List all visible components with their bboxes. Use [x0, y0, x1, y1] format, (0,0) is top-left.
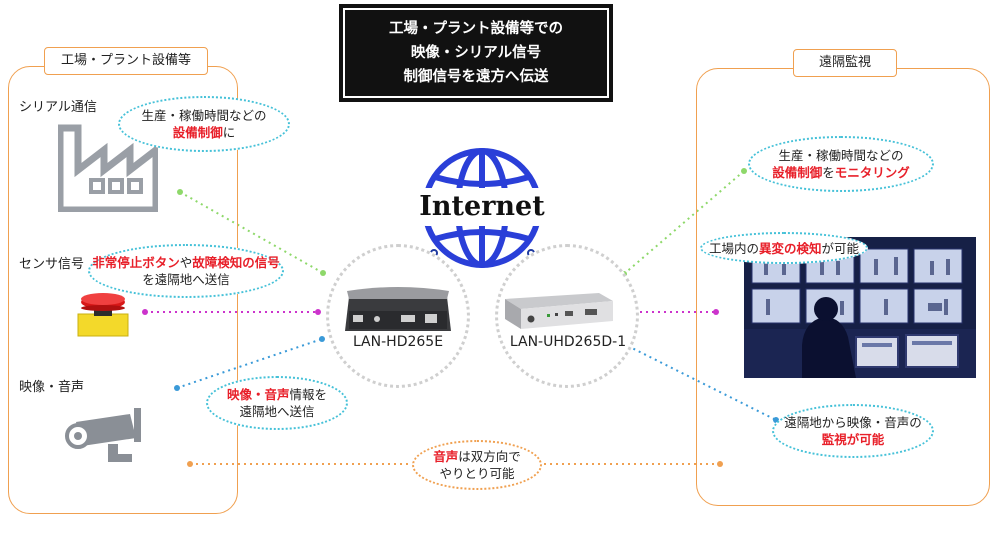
- av-bubble-line2: 遠隔地へ送信: [239, 404, 315, 419]
- av-bubble-line1: 映像・音声情報を: [227, 386, 327, 403]
- sensor-bubble-mid: や: [179, 255, 193, 270]
- emergency-stop-icon: [77, 293, 129, 337]
- serial-bubble-red: 設備制御: [172, 125, 223, 140]
- audio-bubble-suffix: は双方向で: [458, 449, 521, 464]
- remote-bubble-red: 監視が可能: [821, 432, 885, 447]
- av-label: 映像・音声: [19, 380, 85, 395]
- internet-label: Internet: [419, 191, 545, 222]
- av-transmit-bubble: 映像・音声情報を 遠隔地へ送信: [206, 376, 348, 430]
- remote-bubble-line1: 遠隔地から映像・音声の: [784, 415, 922, 430]
- audio-bidirectional-bubble: 音声は双方向で やりとり可能: [412, 440, 542, 490]
- monitor-bubble-red2: モニタリング: [834, 165, 910, 180]
- serial-bubble-line2: 設備制御に: [173, 124, 236, 141]
- sensor-label: センサ信号: [19, 257, 85, 272]
- serial-bubble-suffix: に: [222, 125, 236, 140]
- anomaly-bubble: 工場内の異変の検知が可能: [700, 232, 868, 264]
- anomaly-bubble-prefix: 工場内の: [708, 240, 759, 256]
- internet-banner: [418, 188, 546, 226]
- sensor-bubble-line2: を遠隔地へ送信: [142, 272, 230, 287]
- av-bubble-red: 映像・音声: [226, 387, 290, 402]
- audio-bubble-red: 音声: [433, 449, 459, 464]
- monitor-bubble-red1: 設備制御: [772, 165, 823, 180]
- encoder-device-image: [345, 287, 451, 331]
- serial-control-bubble: 生産・稼働時間などの 設備制御に: [118, 96, 290, 152]
- remote-monitor-bubble: 遠隔地から映像・音声の 監視が可能: [772, 404, 934, 458]
- serial-bubble-line1: 生産・稼働時間などの: [141, 108, 267, 123]
- sensor-bubble-red2: 故障検知の信号: [192, 255, 280, 270]
- anomaly-bubble-suffix: が可能: [821, 240, 860, 256]
- sensor-bubble-line1: 非常停止ボタンや故障検知の信号: [92, 254, 280, 271]
- audio-bubble-line2: やりとり可能: [439, 466, 515, 481]
- factory-icon: [58, 124, 158, 212]
- anomaly-bubble-red: 異変の検知: [758, 240, 822, 256]
- serial-label: シリアル通信: [19, 100, 97, 115]
- av-bubble-suffix: 情報を: [289, 387, 328, 402]
- title-line-3: 制御信号を遠方へ伝送: [403, 69, 549, 85]
- factory-region-label: 工場・プラント設備等: [44, 47, 208, 75]
- monitor-bubble-line2: 設備制御をモニタリング: [772, 164, 910, 181]
- remote-region-label: 遠隔監視: [793, 49, 897, 77]
- remote-bubble-line2: 監視が可能: [822, 431, 885, 448]
- encoder-name: LAN-HD265E: [352, 334, 444, 350]
- decoder-name: LAN-UHD265D-1: [509, 334, 627, 350]
- monitor-bubble-line1: 生産・稼働時間などの: [778, 148, 904, 163]
- title-box: 工場・プラント設備等での 映像・シリアル信号 制御信号を遠方へ伝送: [339, 4, 613, 102]
- title-line-2: 映像・シリアル信号: [410, 45, 542, 61]
- monitor-bubble-mid: を: [822, 165, 835, 180]
- monitoring-bubble: 生産・稼働時間などの 設備制御をモニタリング: [748, 136, 934, 192]
- anomaly-bubble-line: 工場内の異変の検知が可能: [709, 240, 859, 257]
- title-line-1: 工場・プラント設備等での: [389, 21, 563, 37]
- sensor-bubble-red1: 非常停止ボタン: [92, 255, 180, 270]
- security-camera-icon: [65, 408, 141, 462]
- sensor-signal-bubble: 非常停止ボタンや故障検知の信号 を遠隔地へ送信: [88, 244, 284, 298]
- audio-bubble-line1: 音声は双方向で: [433, 448, 521, 465]
- decoder-device-image: [505, 293, 613, 329]
